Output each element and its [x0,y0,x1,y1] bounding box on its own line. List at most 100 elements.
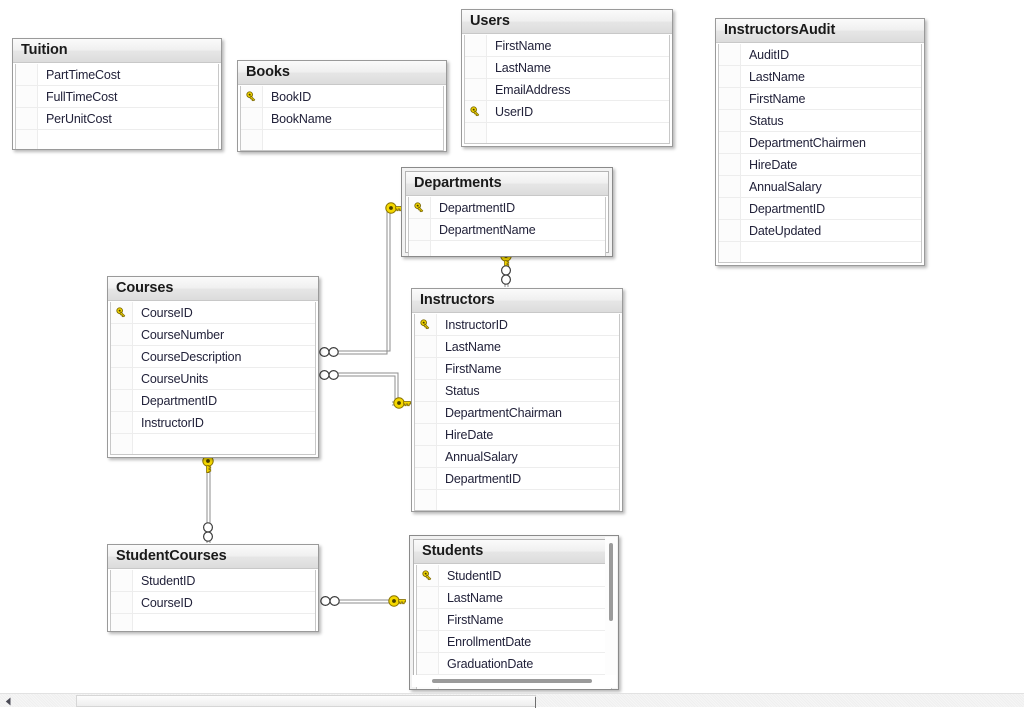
column-row[interactable]: EnrollmentDate [417,631,611,653]
column-row[interactable]: CourseUnits [111,368,315,390]
rel-studentcourses-students[interactable] [331,600,392,603]
row-gutter [111,614,133,632]
table-title[interactable]: Students [414,540,614,564]
empty-row[interactable] [409,241,605,257]
row-gutter [719,110,741,131]
table-title[interactable]: Courses [108,277,318,301]
column-row[interactable]: CourseID [111,302,315,324]
empty-row[interactable] [719,242,921,262]
rel-courses-departments[interactable] [331,208,391,354]
column-row[interactable]: DepartmentName [409,219,605,241]
column-row[interactable]: DepartmentID [409,197,605,219]
empty-row[interactable] [465,123,669,143]
table-horizontal-scrollbar[interactable] [412,675,616,687]
column-row[interactable]: DateUpdated [719,220,921,242]
rel-courses-studentcourses[interactable] [207,459,210,543]
column-name: DepartmentID [741,202,825,216]
table-title[interactable]: StudentCourses [108,545,318,569]
column-name: FirstName [741,92,805,106]
column-name: DepartmentChairmen [741,136,866,150]
column-row[interactable]: StudentID [111,570,315,592]
column-row[interactable]: DepartmentID [415,468,619,490]
column-row[interactable]: DepartmentID [111,390,315,412]
scrollbar-thumb[interactable] [76,695,536,707]
column-row[interactable]: DepartmentChairmen [719,132,921,154]
column-row[interactable]: FirstName [417,609,611,631]
column-row[interactable]: BookName [241,108,443,130]
column-row[interactable]: DepartmentID [719,198,921,220]
column-row[interactable]: UserID [465,101,669,123]
table-title[interactable]: InstructorsAudit [716,19,924,43]
column-name: StudentID [133,574,195,588]
column-row[interactable]: AnnualSalary [719,176,921,198]
vertical-scroll-thumb[interactable] [609,543,613,621]
rel-courses-studentcourses-many-marker [204,523,213,541]
column-name: PerUnitCost [38,112,112,126]
empty-row[interactable] [111,434,315,454]
row-gutter [111,346,133,367]
empty-row[interactable] [111,614,315,632]
column-row[interactable]: HireDate [415,424,619,446]
column-grid: StudentID CourseID [110,570,316,632]
column-name: EnrollmentDate [439,635,531,649]
column-row[interactable]: FullTimeCost [16,86,218,108]
column-row[interactable]: InstructorID [111,412,315,434]
column-row[interactable]: GraduationDate [417,653,611,675]
horizontal-scrollbar[interactable] [0,693,1024,707]
row-gutter [111,412,133,433]
row-gutter [241,108,263,129]
column-row[interactable]: Status [415,380,619,402]
column-row[interactable]: LastName [415,336,619,358]
column-row[interactable]: BookID [241,86,443,108]
column-row[interactable]: FirstName [465,35,669,57]
column-row[interactable]: DepartmentChairman [415,402,619,424]
column-row[interactable]: LastName [465,57,669,79]
column-name: StudentID [439,569,501,583]
column-row[interactable]: PerUnitCost [16,108,218,130]
column-row[interactable]: CourseID [111,592,315,614]
column-row[interactable]: LastName [417,587,611,609]
column-row[interactable]: Status [719,110,921,132]
row-gutter [417,587,439,608]
column-row[interactable]: FirstName [719,88,921,110]
column-row[interactable]: EmailAddress [465,79,669,101]
row-gutter [415,424,437,445]
column-row[interactable]: AuditID [719,44,921,66]
rel-departments-instructors[interactable] [505,258,508,287]
column-row[interactable]: HireDate [719,154,921,176]
column-row[interactable]: AnnualSalary [415,446,619,468]
table-title[interactable]: Departments [406,172,608,196]
table-title[interactable]: Users [462,10,672,34]
column-row[interactable]: CourseNumber [111,324,315,346]
scroll-left-arrow-icon[interactable] [0,694,16,708]
column-row[interactable]: CourseDescription [111,346,315,368]
empty-row[interactable] [415,490,619,510]
column-name: Status [437,384,480,398]
column-name: HireDate [437,428,493,442]
table-vertical-scrollbar[interactable] [605,537,617,688]
table-title[interactable]: Tuition [13,39,221,63]
column-row[interactable]: FirstName [415,358,619,380]
empty-row[interactable] [241,130,443,150]
column-row[interactable]: LastName [719,66,921,88]
horizontal-scroll-thumb[interactable] [432,679,592,683]
table-title[interactable]: Books [238,61,446,85]
column-row[interactable]: PartTimeCost [16,64,218,86]
table-title[interactable]: Instructors [412,289,622,313]
column-row[interactable]: StudentID [417,565,611,587]
empty-row[interactable] [16,130,218,150]
column-row[interactable]: InstructorID [415,314,619,336]
rel-courses-instructors[interactable] [331,373,398,405]
